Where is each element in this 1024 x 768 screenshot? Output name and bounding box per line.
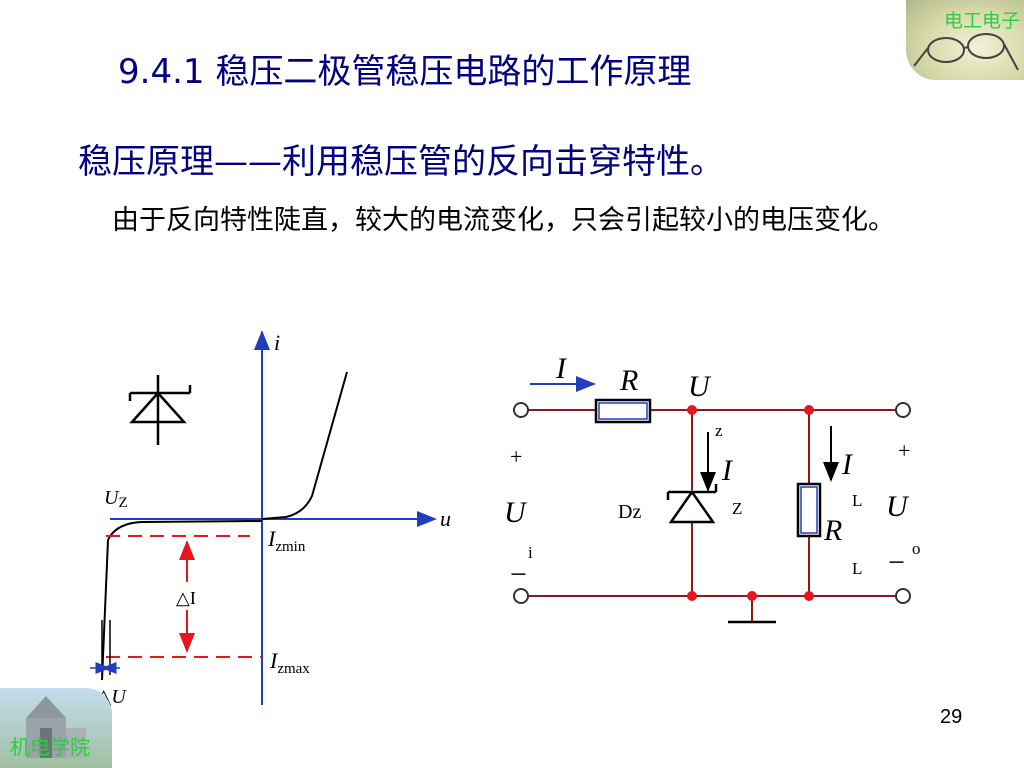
glasses-icon: [913, 33, 1019, 71]
logo-top-text: 电工电子: [943, 10, 1020, 32]
rl-main-label: R: [823, 514, 842, 547]
uo-main-label: U: [886, 490, 910, 523]
minus-in-label: −: [510, 558, 527, 591]
iz-main-label: I: [721, 454, 734, 487]
output-terminal-top: [895, 402, 911, 418]
il-main-label: I: [841, 448, 854, 481]
zener-regulator-circuit: I R U z + U i − I Z Dz I L R L + U o −: [504, 352, 921, 624]
resistor-r-label: R: [619, 364, 638, 397]
cathedral-icon: [26, 696, 86, 758]
izmin-label: Izmin: [267, 526, 306, 555]
axis-u-label: u: [440, 506, 451, 531]
iv-characteristic-graph: i u △I △U UZ Izmin Izmax: [90, 330, 451, 708]
page-number: 29: [940, 706, 963, 728]
ui-sub-label: i: [528, 543, 533, 562]
logo-bottom-text: 机电学院: [10, 735, 90, 759]
forward-curve: [261, 371, 348, 520]
slide-heading: 稳压原理——利用稳压管的反向击穿特性。: [78, 142, 724, 182]
plus-out-label: +: [898, 438, 910, 463]
logo-top: 电工电子: [906, 0, 1024, 80]
zener-diode-dz: [666, 484, 718, 524]
current-i-label: I: [555, 352, 568, 385]
input-terminal-top: [513, 402, 529, 418]
slide-paragraph: 由于反向特性陡直，较大的电流变化，只会引起较小的电压变化。: [112, 205, 895, 236]
ui-main-label: U: [504, 496, 528, 529]
izmax-label: Izmax: [269, 648, 310, 677]
zener-diode-symbol: [128, 375, 192, 445]
reverse-curve: [101, 520, 263, 681]
uz-sub-label: z: [715, 421, 723, 440]
axis-i-label: i: [274, 330, 280, 355]
logo-bottom: 机电学院: [0, 688, 112, 768]
input-terminal-bottom: [513, 588, 529, 604]
plus-in-label: +: [510, 444, 522, 469]
circuit-nodes: [687, 405, 814, 601]
resistor-rl: [796, 482, 822, 538]
output-terminal-bottom: [895, 588, 911, 604]
iz-sub-label: Z: [732, 499, 742, 518]
rl-sub-label: L: [852, 559, 862, 578]
il-sub-label: L: [852, 491, 862, 510]
dz-label: Dz: [618, 501, 641, 523]
uz-main-label: U: [688, 370, 712, 403]
slide-title: 9.4.1 稳压二极管稳压电路的工作原理: [118, 52, 692, 92]
uz-label: UZ: [104, 487, 128, 511]
delta-i-label: △I: [176, 588, 196, 608]
minus-out-label: −: [888, 546, 905, 579]
uo-sub-label: o: [912, 539, 921, 558]
resistor-r: [594, 398, 652, 424]
